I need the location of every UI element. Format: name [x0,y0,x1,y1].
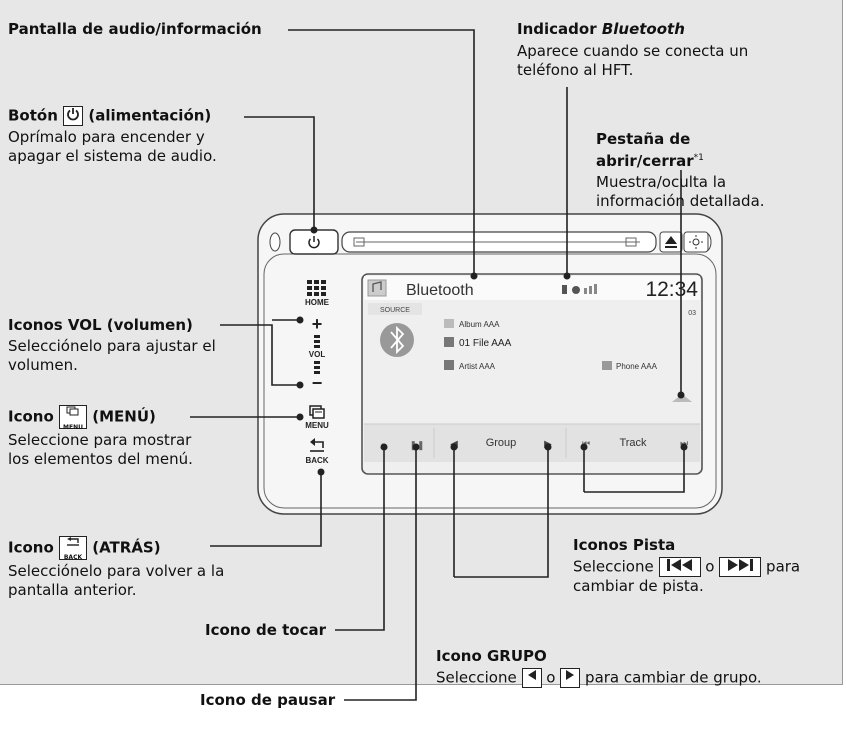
callout-indicador-title: Indicador Bluetooth [517,20,685,38]
menu-icon[interactable] [309,405,325,419]
callout-boton: Botón (alimentación) Oprímalo para encen… [8,106,253,166]
menu-label: MENU [305,421,329,430]
back-label: BACK [305,456,328,465]
group-next-icon [560,668,581,688]
album-text: Album AAA [459,320,500,329]
eject-icon [665,236,677,248]
callout-menu-desc: Seleccione para mostrar los elementos de… [8,431,193,468]
callout-boton-title: Botón (alimentación) [8,106,212,126]
vol-minus-icon[interactable]: − [312,373,323,393]
screen-header [364,276,700,300]
brightness-icon [689,235,703,249]
status-icons [562,284,597,294]
home-label: HOME [305,298,330,307]
unit-inner-shell [263,253,717,509]
callout-grupo-title: Icono GRUPO [436,647,547,665]
callout-boton-desc: Oprímalo para encender y apagar el siste… [8,128,217,165]
source-tab[interactable] [368,303,422,315]
source-tab-label: SOURCE [380,307,410,314]
callout-indicador-desc: Aparece cuando se conecta un teléfono al… [517,42,749,79]
music-note-icon [372,281,382,292]
callout-grupo-desc: Seleccione o para cambiar de grupo. [436,668,762,688]
callout-indicador: Indicador Bluetooth Aparece cuando se co… [517,20,797,80]
callout-pestana-title: Pestaña de abrir/cerrar*1 [596,130,704,170]
callout-pista: Iconos Pista Seleccione o para cambiar d… [573,536,841,596]
callout-pista-title: Iconos Pista [573,536,676,554]
callout-vol: Iconos VOL (volumen) Selecciónelo para a… [8,316,228,375]
back-icon: BACK [59,536,87,561]
callout-pista-desc: Seleccione o para cambiar de pista. [573,557,801,595]
menu-icon: MENU [59,405,87,431]
callout-grupo: Icono GRUPO Seleccione o para cambiar de… [436,647,831,688]
callout-atras: Icono BACK (ATRÁS) Selecciónelo para vol… [8,536,288,600]
callout-vol-title: Iconos VOL (volumen) [8,316,193,334]
screw-left [269,232,281,252]
callout-menu: Icono MENU (MENÚ) Seleccione para mostra… [8,405,198,469]
callout-pestana: Pestaña de abrir/cerrar*1 Muestra/oculta… [596,130,796,211]
brightness-button[interactable] [683,231,709,253]
callout-pantalla-title: Pantalla de audio/información [8,20,262,38]
vol-plus-icon[interactable]: + [312,314,323,334]
callout-tocar-title: Icono de tocar [205,621,327,639]
track-label: Track [619,437,647,449]
callout-pantalla: Pantalla de audio/información [8,20,262,39]
skip-forward-icon [719,557,762,577]
callout-tocar: Icono de tocar [205,621,326,640]
track-prev-icon[interactable]: ⏮ [582,438,590,448]
back-icon[interactable] [310,438,324,452]
track-next-icon[interactable]: ⏭ [680,438,688,448]
callout-atras-title: Icono BACK (ATRÁS) [8,536,288,561]
track-number: 03 [688,310,696,317]
callout-pestana-desc: Muestra/oculta la información detallada. [596,173,765,210]
power-icon [308,236,320,249]
group-label: Group [486,437,517,449]
phone-text: Phone AAA [616,362,658,371]
callout-pausar: Icono de pausar [200,691,335,710]
source-name: Bluetooth [406,282,474,299]
callout-atras-desc: Selecciónelo para volver a la pantalla a… [8,562,225,599]
skip-back-icon [658,557,701,577]
vol-label: VOL [309,350,326,359]
leader-dots [296,226,688,476]
power-icon [63,106,84,126]
control-bar [364,424,700,462]
leader-lines [190,29,685,701]
callout-vol-desc: Selecciónelo para ajustar el volumen. [8,337,216,374]
file-text: 01 File AAA [459,338,512,349]
group-prev-icon [521,668,542,688]
home-icon[interactable] [307,280,326,296]
callout-menu-title: Icono MENU (MENÚ) [8,405,198,431]
callout-pausar-title: Icono de pausar [200,691,336,709]
clock: 12:34 [645,278,698,301]
artist-text: Artist AAA [459,362,496,371]
